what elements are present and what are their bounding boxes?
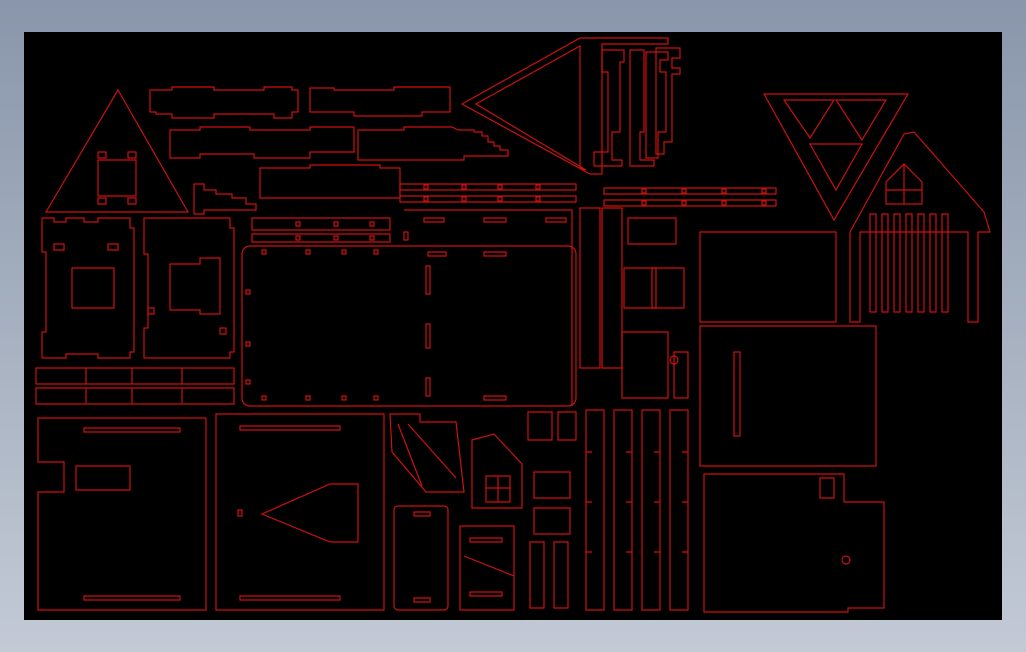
right-house-facade bbox=[850, 132, 990, 322]
strip-holes bbox=[296, 185, 766, 240]
top-rail-parts bbox=[150, 87, 508, 214]
bottom-left-panels bbox=[38, 414, 384, 610]
left-wall-panels bbox=[42, 218, 234, 358]
right-large-panels bbox=[700, 232, 884, 612]
vertical-column-parts bbox=[586, 410, 688, 610]
middle-stacked-parts bbox=[580, 208, 688, 398]
pillar-parts bbox=[594, 48, 680, 166]
middle-small-parts bbox=[390, 412, 576, 610]
slotted-strip-parts bbox=[252, 184, 776, 242]
laser-cut-layout-drawing bbox=[24, 32, 1002, 620]
left-bottom-strips bbox=[36, 368, 234, 404]
cad-viewport[interactable] bbox=[24, 32, 1002, 620]
right-triangle-pieces bbox=[764, 94, 908, 220]
facade-slats bbox=[870, 214, 948, 312]
large-base-plate bbox=[242, 210, 576, 406]
large-triangle-piece bbox=[462, 38, 668, 174]
left-gable-triangle-part bbox=[46, 90, 188, 212]
